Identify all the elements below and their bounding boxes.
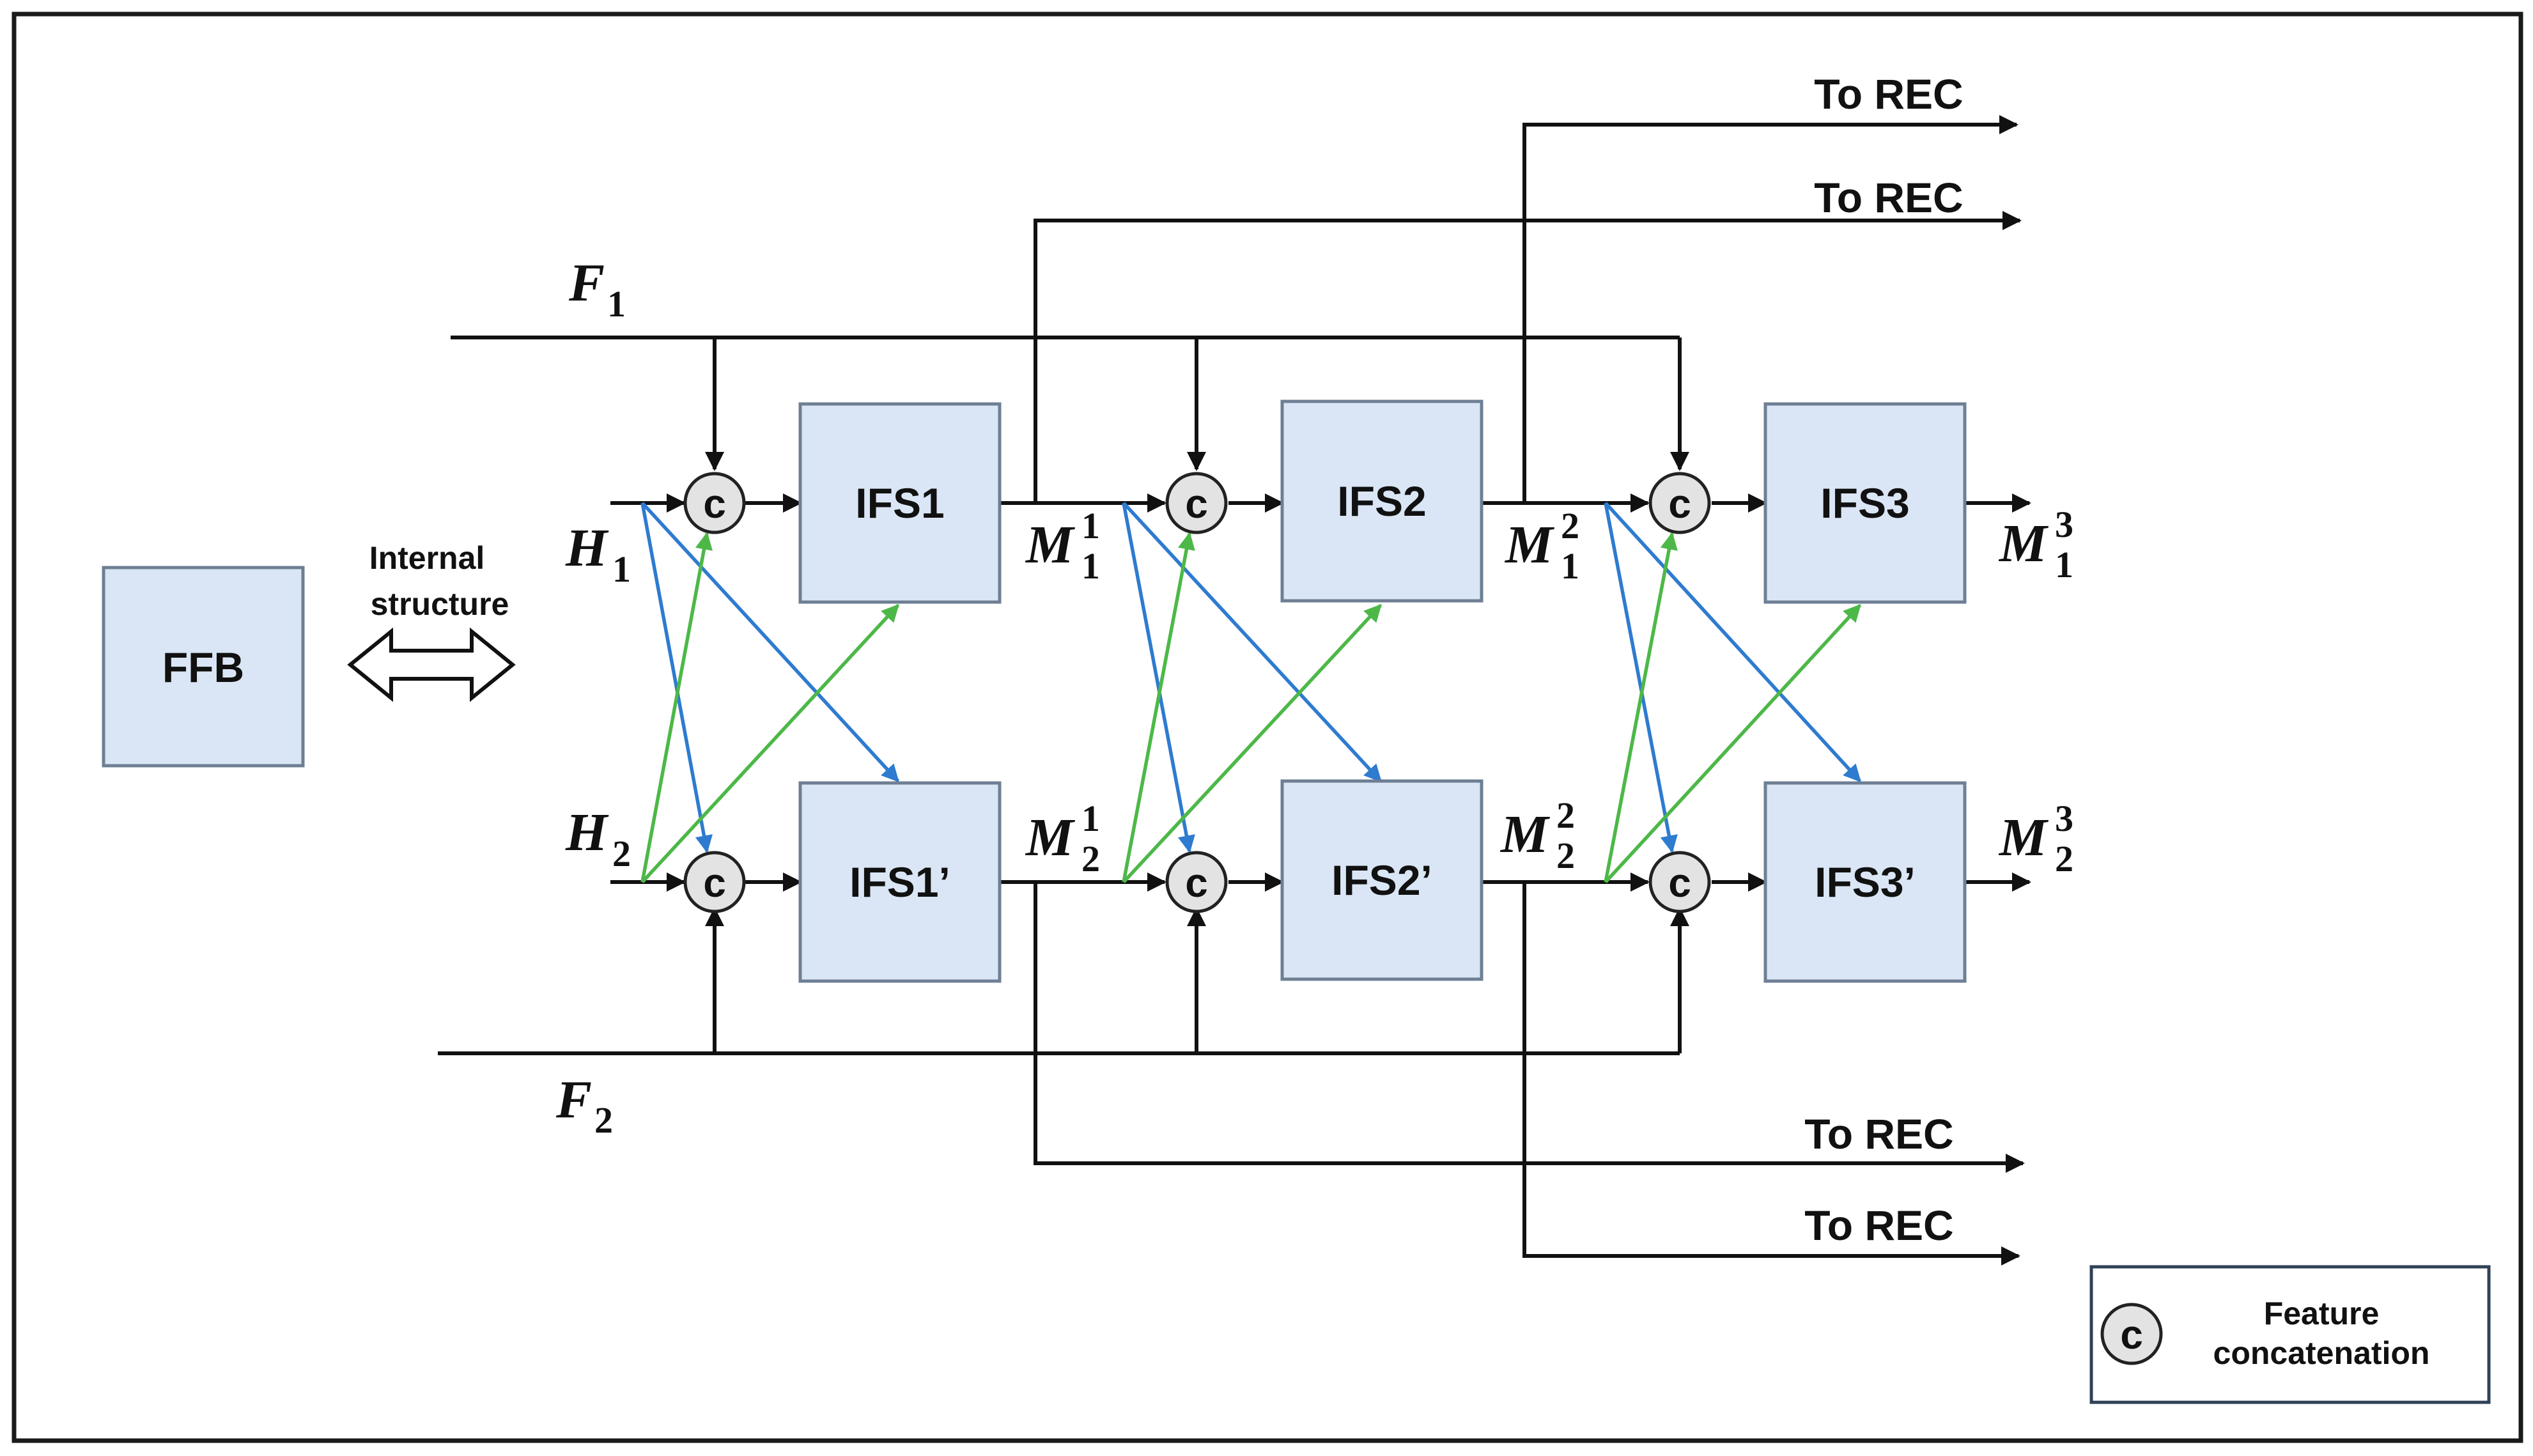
label-m13: M 3 1 — [1998, 504, 2073, 585]
svg-text:M: M — [1025, 808, 1076, 867]
f2-rail — [438, 907, 1689, 1055]
label-m21: M 1 2 — [1025, 798, 1100, 879]
svg-text:M: M — [1025, 515, 1076, 575]
label-m22: M 2 2 — [1499, 794, 1575, 876]
to-rec-label-2: To REC — [1814, 174, 1963, 221]
ifs3-label: IFS3 — [1820, 479, 1909, 527]
legend: c Feature concatenation — [2089, 1265, 2491, 1404]
ffb-label: FFB — [162, 644, 244, 691]
svg-text:3: 3 — [2055, 798, 2073, 839]
label-m11: M 1 1 — [1025, 505, 1100, 587]
label-f2: F 2 — [555, 1070, 613, 1141]
ifs1-prime-label: IFS1’ — [849, 858, 950, 906]
svg-text:c: c — [1185, 481, 1208, 527]
svg-text:F: F — [555, 1070, 592, 1129]
svg-text:H: H — [565, 518, 609, 578]
svg-text:c: c — [1668, 481, 1691, 527]
cross-connections-stage2 — [1122, 502, 1383, 883]
cross-connections-stage3 — [1604, 502, 1862, 883]
ifs1-block: IFS1 — [798, 402, 1002, 604]
svg-text:2: 2 — [612, 833, 631, 874]
label-h2: H 2 — [565, 803, 631, 874]
svg-text:M: M — [1998, 808, 2049, 867]
ifs3-prime-block: IFS3’ — [1763, 781, 1967, 983]
svg-text:c: c — [703, 481, 726, 527]
double-arrow-icon — [347, 627, 516, 702]
label-m23: M 3 2 — [1998, 798, 2073, 879]
ifs1-label: IFS1 — [855, 479, 944, 527]
label-f1: F 1 — [568, 253, 626, 325]
ifs2-label: IFS2 — [1337, 477, 1426, 525]
concat-node-bottom-3: c — [1648, 851, 1711, 913]
concat-node-bottom-1: c — [683, 851, 746, 913]
svg-text:M: M — [1998, 514, 2049, 573]
svg-text:H: H — [565, 803, 609, 862]
to-rec-label-3: To REC — [1804, 1110, 1953, 1158]
ffb-block: FFB — [102, 566, 305, 768]
svg-text:3: 3 — [2055, 504, 2073, 545]
svg-text:2: 2 — [594, 1099, 613, 1141]
svg-text:1: 1 — [1081, 798, 1100, 839]
to-rec-label-4: To REC — [1804, 1202, 1953, 1249]
ifs2-prime-block: IFS2’ — [1280, 779, 1483, 981]
legend-label-line1: Feature — [2264, 1296, 2380, 1331]
concat-node-top-2: c — [1165, 472, 1228, 534]
f1-rail — [451, 336, 1689, 471]
svg-text:M: M — [1504, 515, 1555, 575]
svg-text:1: 1 — [1081, 505, 1100, 546]
to-rec-branches — [1034, 115, 2025, 1266]
ifs3-prime-label: IFS3’ — [1815, 858, 1916, 906]
svg-text:c: c — [1185, 860, 1208, 906]
ifs2-block: IFS2 — [1280, 399, 1483, 603]
ifs3-block: IFS3 — [1763, 402, 1967, 604]
concat-node-top-3: c — [1648, 472, 1711, 534]
svg-text:c: c — [703, 860, 726, 906]
to-rec-label-1: To REC — [1814, 70, 1963, 118]
svg-text:2: 2 — [1081, 838, 1100, 879]
svg-text:c: c — [1668, 860, 1691, 906]
svg-text:1: 1 — [1081, 545, 1100, 587]
svg-text:2: 2 — [1556, 835, 1575, 876]
ifs2-prime-label: IFS2’ — [1331, 856, 1432, 904]
svg-text:1: 1 — [612, 548, 631, 590]
ifs1-prime-block: IFS1’ — [798, 781, 1002, 983]
legend-concat-icon — [2100, 1303, 2163, 1365]
legend-symbol: c — [2120, 1312, 2143, 1358]
svg-text:1: 1 — [1561, 545, 1579, 587]
concat-node-top-1: c — [683, 472, 746, 534]
svg-text:1: 1 — [607, 283, 626, 325]
legend-label-line2: concatenation — [2213, 1335, 2430, 1371]
svg-text:M: M — [1499, 805, 1551, 864]
svg-text:F: F — [568, 253, 605, 313]
svg-text:2: 2 — [1556, 794, 1575, 836]
label-h1: H 1 — [565, 518, 631, 590]
label-m12: M 2 1 — [1504, 505, 1579, 587]
cross-connections-stage1 — [640, 502, 900, 883]
svg-text:1: 1 — [2055, 544, 2073, 585]
internal-structure-label-line1: Internal — [369, 540, 485, 576]
svg-text:2: 2 — [1561, 505, 1579, 546]
svg-text:2: 2 — [2055, 838, 2073, 879]
concat-node-bottom-2: c — [1165, 851, 1228, 913]
internal-structure-label-line2: structure — [371, 586, 509, 622]
